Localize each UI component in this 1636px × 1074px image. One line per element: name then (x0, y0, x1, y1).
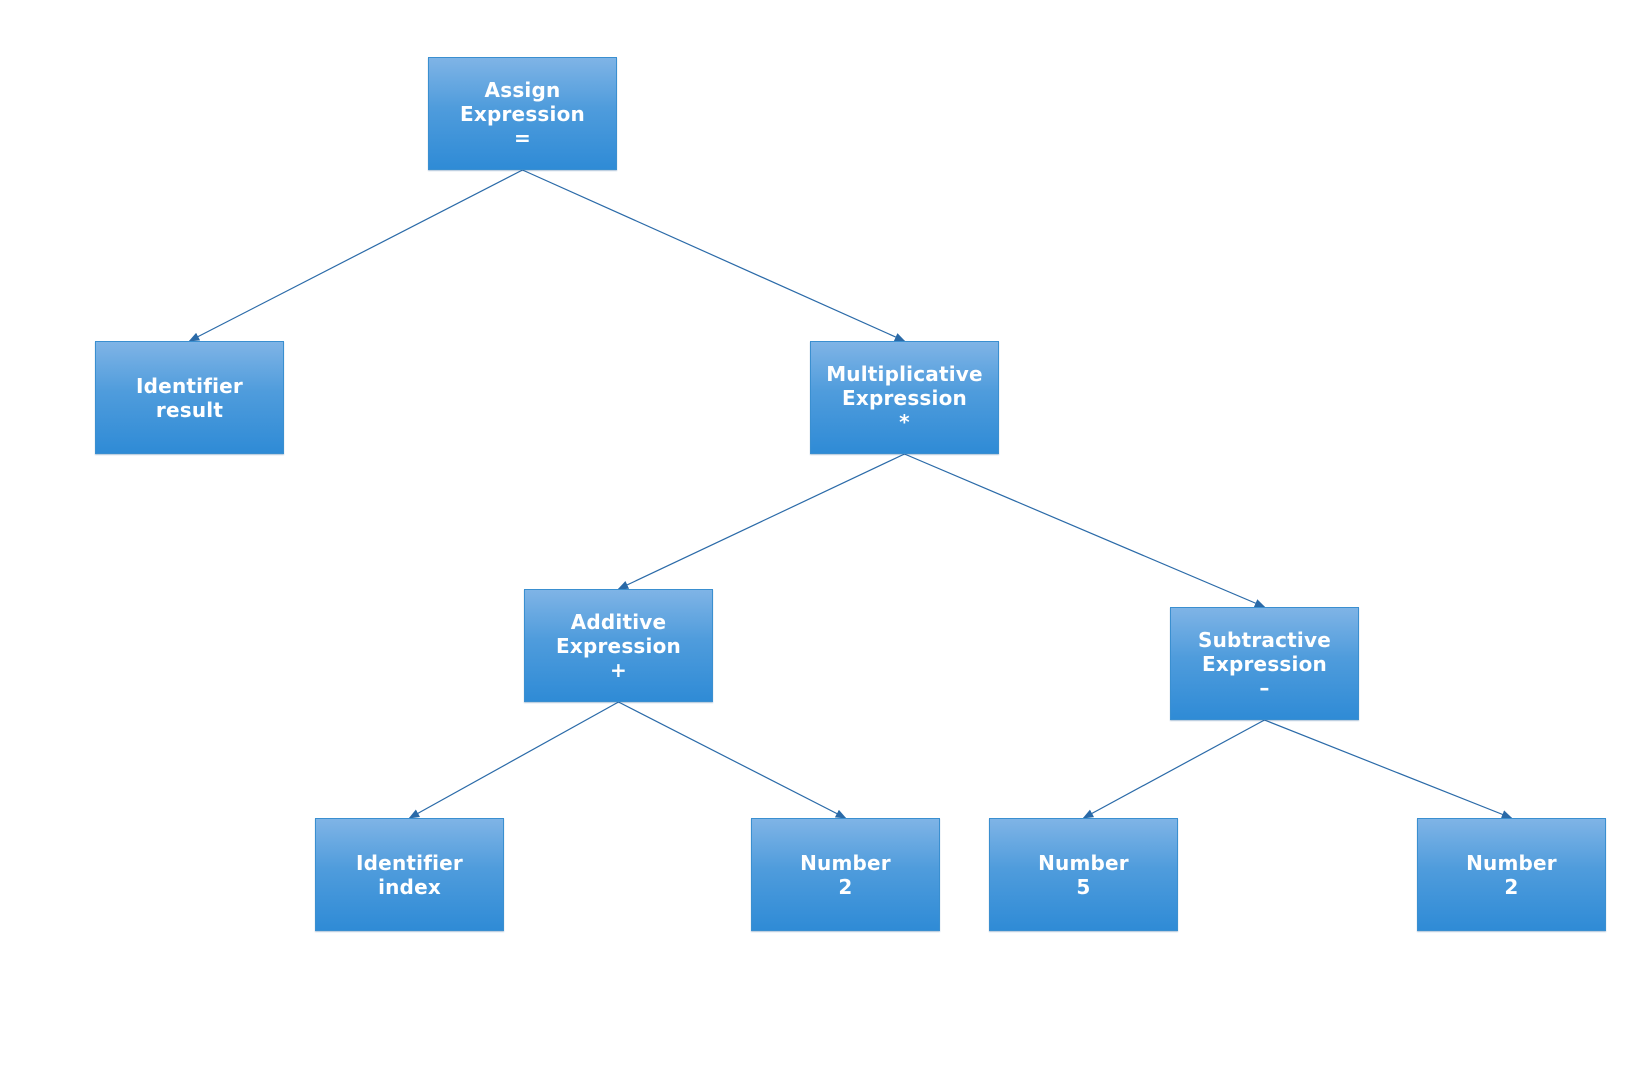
node-line: + (610, 657, 627, 682)
node-line: Expression (556, 633, 681, 658)
node-line: Expression (1202, 651, 1327, 676)
node-assign-expression[interactable]: Assign Expression = (428, 57, 617, 170)
node-label: Number 2 (1466, 851, 1557, 899)
node-subtractive-expression[interactable]: Subtractive Expression – (1170, 607, 1359, 720)
node-label: Identifier result (136, 374, 243, 422)
node-line: Subtractive (1198, 627, 1331, 652)
edge-subtractive-to-number-2b (1264, 719, 1513, 819)
node-line: Expression (460, 101, 585, 126)
node-line: 2 (1504, 874, 1519, 899)
node-line: 5 (1076, 874, 1091, 899)
node-line: = (514, 125, 531, 150)
edge-multiplicative-to-subtractive (904, 453, 1266, 608)
node-line: result (155, 397, 224, 422)
edge-additive-to-identifier-index (408, 701, 619, 819)
node-line: Number (1466, 850, 1557, 875)
node-line: Identifier (136, 373, 243, 398)
node-multiplicative-expression[interactable]: Multiplicative Expression * (810, 341, 999, 454)
edge-multiplicative-to-additive (617, 453, 905, 590)
node-label: Identifier index (356, 851, 463, 899)
node-line: Number (800, 850, 891, 875)
node-label: Additive Expression + (556, 610, 681, 682)
node-identifier-index[interactable]: Identifier index (315, 818, 504, 931)
edge-assign-to-identifier-result (188, 169, 523, 342)
node-label: Assign Expression = (460, 78, 585, 150)
node-number-2-right[interactable]: Number 2 (1417, 818, 1606, 931)
node-line: Multiplicative (826, 361, 983, 386)
node-number-5[interactable]: Number 5 (989, 818, 1178, 931)
node-line: Additive (570, 609, 667, 634)
node-line: Number (1038, 850, 1129, 875)
node-label: Number 2 (800, 851, 891, 899)
node-line: * (899, 409, 910, 434)
node-label: Subtractive Expression – (1198, 628, 1331, 700)
edge-additive-to-number-2a (618, 701, 847, 819)
node-label: Multiplicative Expression * (826, 362, 983, 434)
edge-subtractive-to-number-5 (1082, 719, 1265, 819)
node-label: Number 5 (1038, 851, 1129, 899)
node-identifier-result[interactable]: Identifier result (95, 341, 284, 454)
node-line: – (1259, 675, 1270, 700)
node-line: Assign (484, 77, 561, 102)
node-line: index (378, 874, 441, 899)
edge-assign-to-multiplicative (522, 169, 906, 342)
node-number-2-left[interactable]: Number 2 (751, 818, 940, 931)
node-additive-expression[interactable]: Additive Expression + (524, 589, 713, 702)
node-line: Identifier (356, 850, 463, 875)
node-line: 2 (838, 874, 853, 899)
node-line: Expression (842, 385, 967, 410)
